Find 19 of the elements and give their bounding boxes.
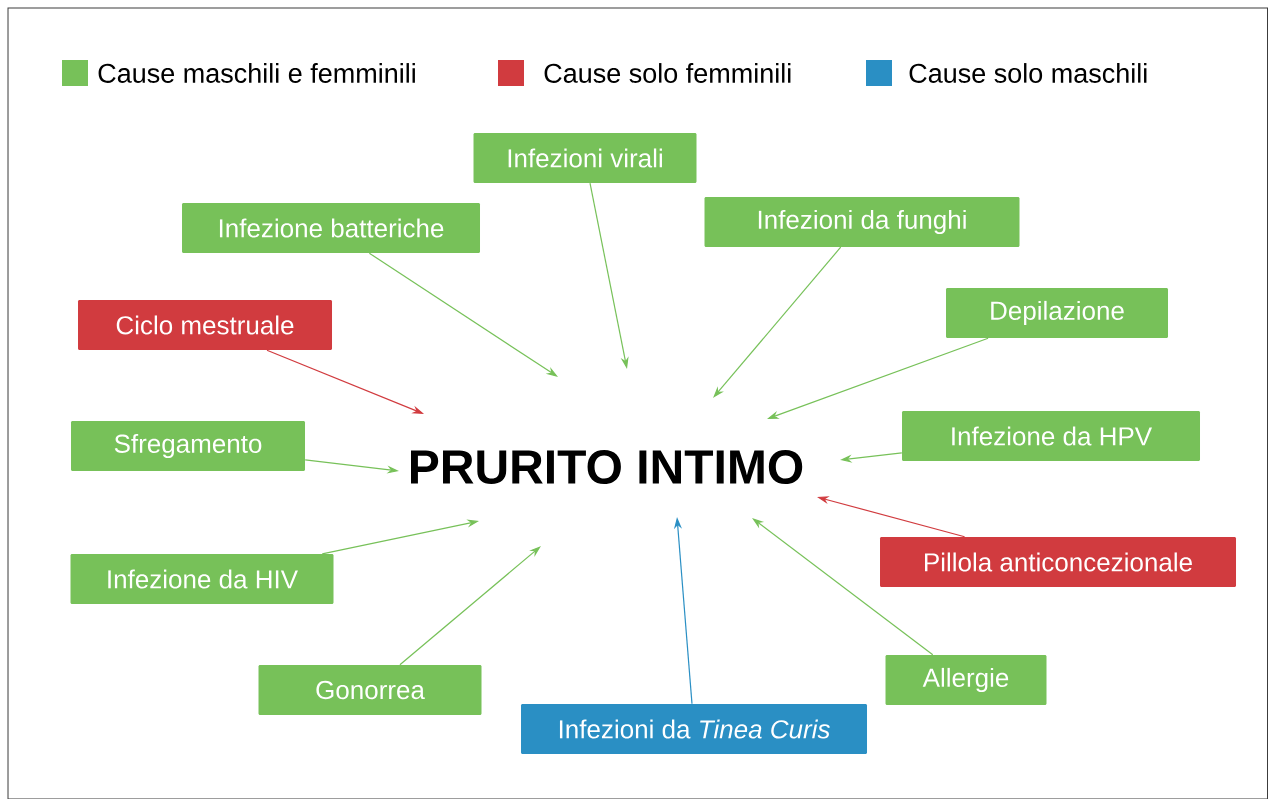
cause-box: Infezione batteriche [182, 203, 480, 253]
legend-text: Cause solo maschili [909, 63, 1147, 83]
cause-box: Infezione da HIV [70, 554, 334, 604]
cause-box: Infezione da HPV [902, 411, 1200, 461]
arrow [399, 546, 541, 666]
cause-box: Pillola anticoncezionale [880, 537, 1236, 587]
cause-box: Gonorrea [258, 665, 482, 715]
cause-box: Ciclo mestruale [78, 300, 332, 350]
arrow [752, 518, 934, 656]
legend-text: Cause maschili e femminili [98, 63, 415, 83]
cause-box: Infezioni virali [473, 133, 697, 183]
arrow [713, 246, 842, 398]
cause-box: Infezioni da funghi [704, 197, 1020, 247]
cause-box: Depilazione [946, 288, 1168, 338]
cause-box: Allergie [885, 655, 1047, 705]
legend-text: Cause solo femminili [544, 63, 791, 83]
cause-box: Infezioni da Tinea Curis [521, 704, 867, 754]
cause-box: Sfregamento [71, 421, 305, 471]
title-text: PRURITO INTIMO [411, 450, 803, 484]
